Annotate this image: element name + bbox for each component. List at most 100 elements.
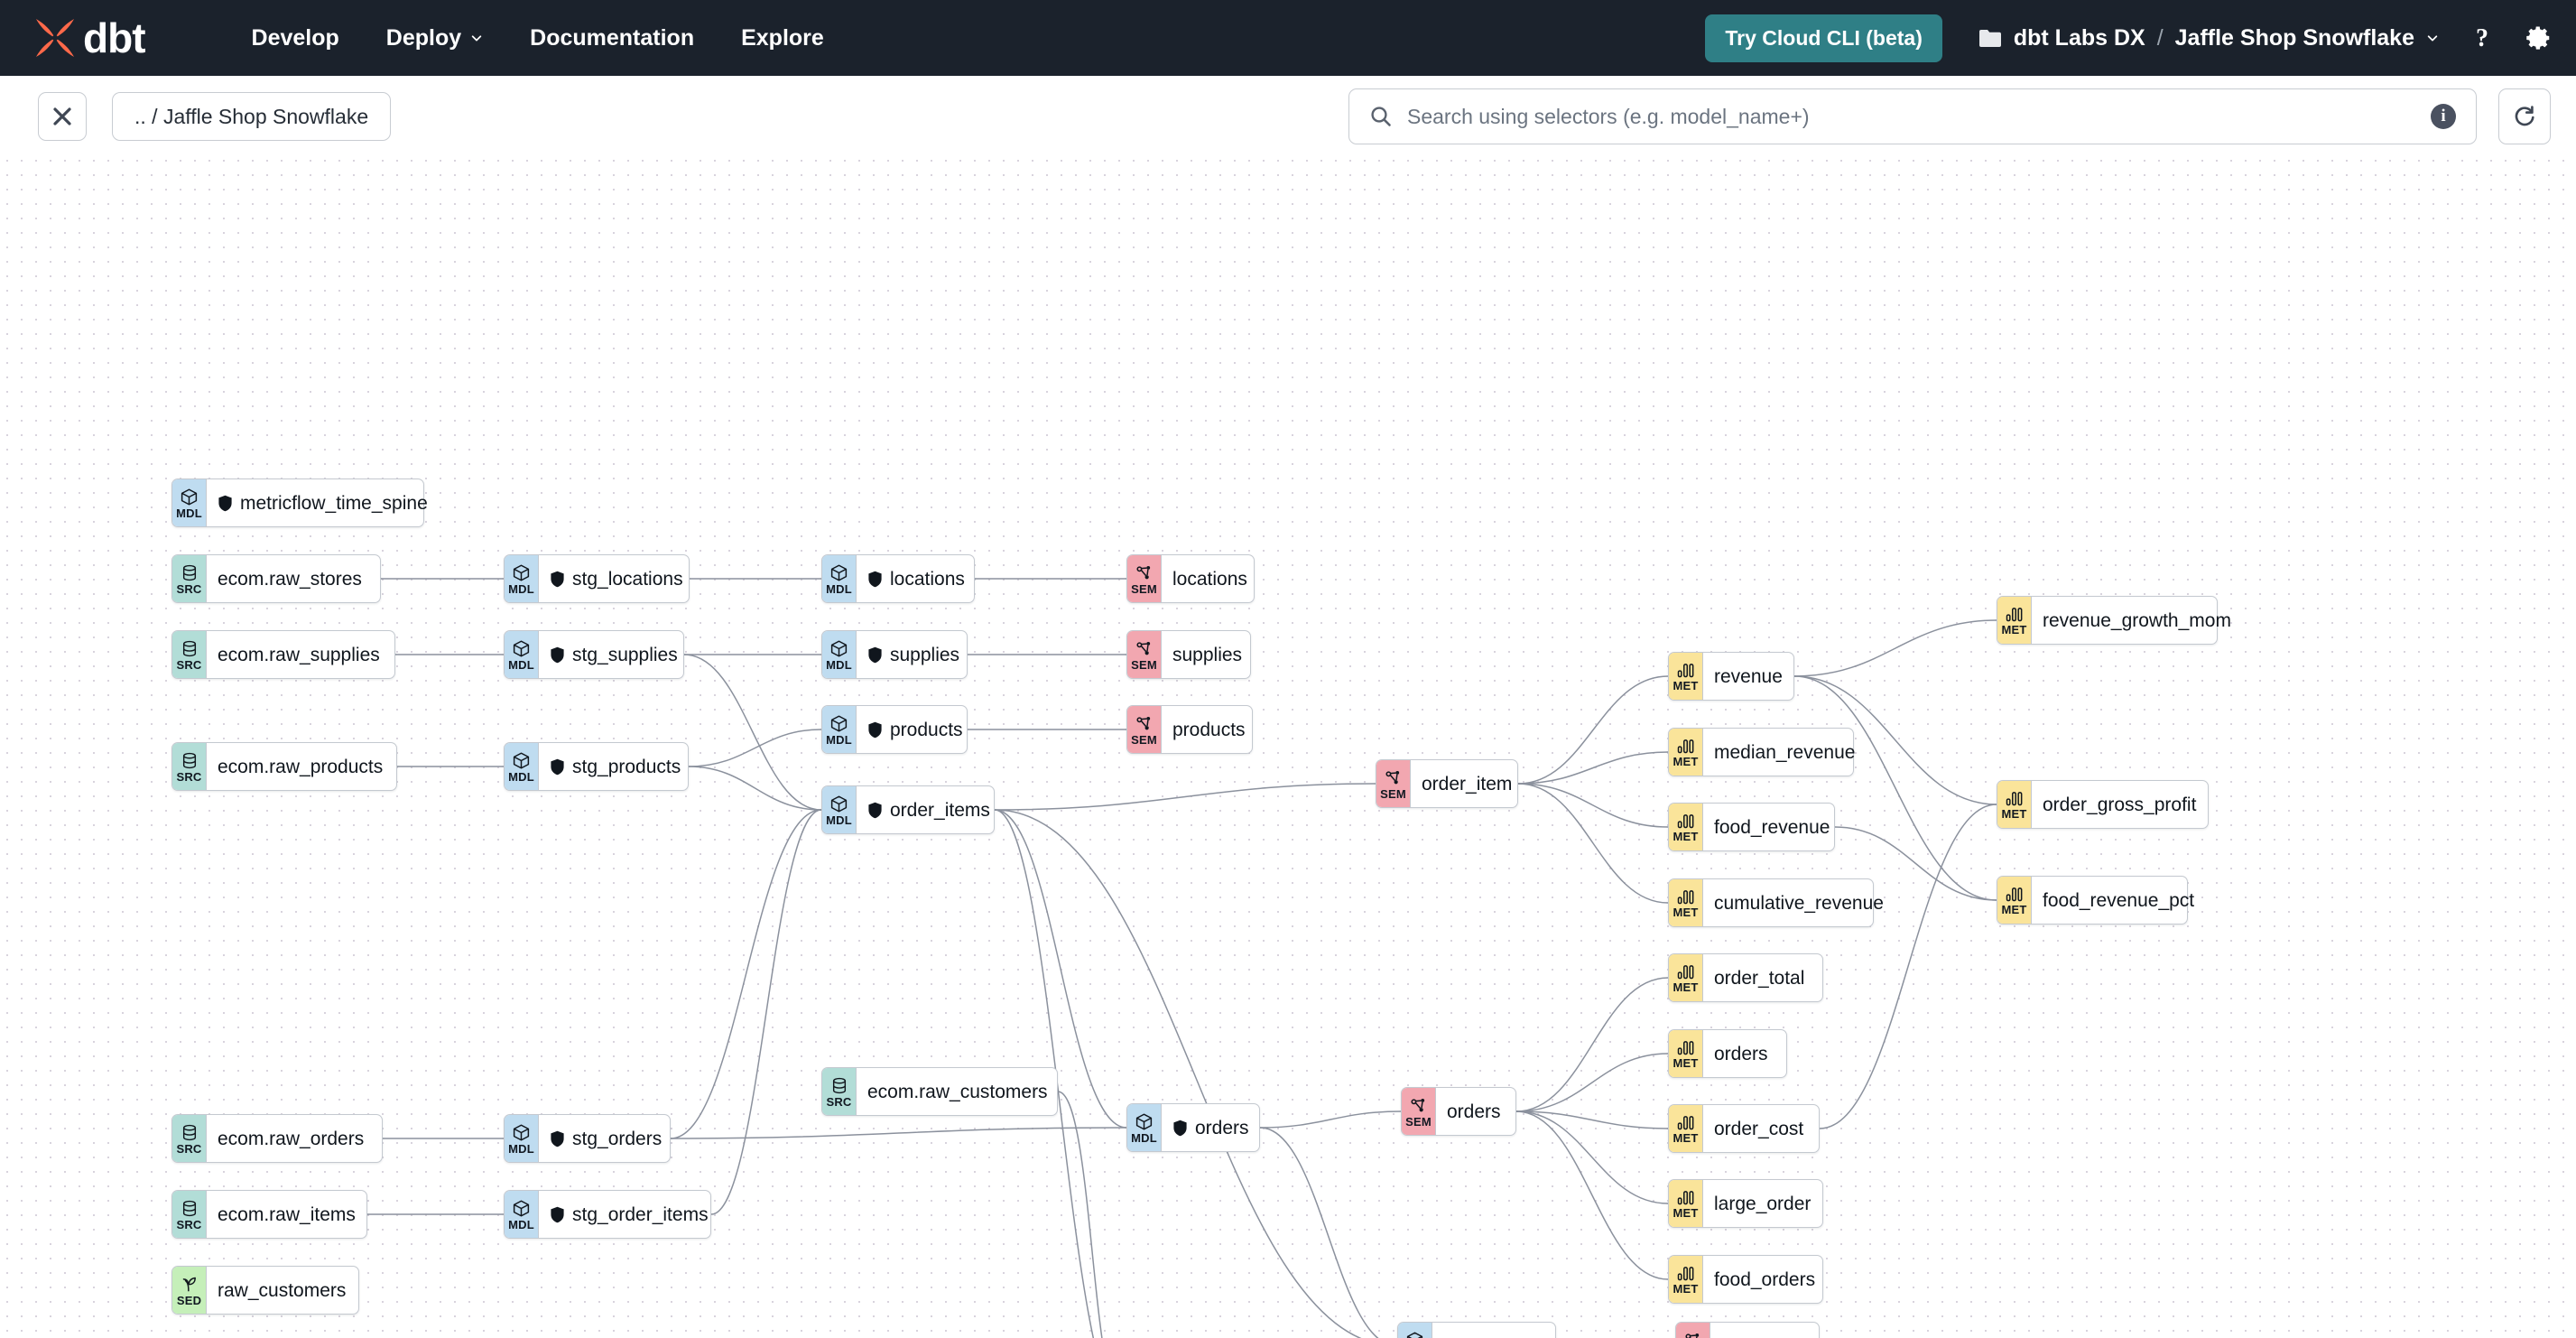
lineage-edge xyxy=(1517,675,1669,785)
node-label: stg_products xyxy=(572,756,681,777)
lineage-edge xyxy=(688,766,822,811)
node-type-badge-src: SRC xyxy=(822,1068,857,1115)
node-label: revenue xyxy=(1714,665,1783,687)
node-body: ecom.raw_supplies xyxy=(207,631,393,678)
breadcrumb-pill[interactable]: .. / Jaffle Shop Snowflake xyxy=(112,92,392,141)
node-body: median_revenue xyxy=(1703,729,1867,776)
nav-item-deploy[interactable]: Deploy xyxy=(363,16,506,60)
node-label: raw_customers xyxy=(218,1279,347,1301)
nav-item-documentation[interactable]: Documentation xyxy=(506,16,718,60)
shield-icon xyxy=(551,1206,564,1222)
svg-text:?: ? xyxy=(2476,24,2488,51)
nav-item-explore[interactable]: Explore xyxy=(718,16,848,60)
refresh-button[interactable] xyxy=(2498,88,2551,144)
shield-icon xyxy=(868,802,882,818)
lineage-toolbar: .. / Jaffle Shop Snowflake i xyxy=(0,76,2576,153)
node-body: food_revenue_pct xyxy=(2032,877,2207,924)
node-type-badge-sem: SEM xyxy=(1376,760,1411,807)
shield-icon xyxy=(218,495,232,511)
lineage-edge xyxy=(683,654,822,811)
dbt-logo[interactable]: dbt xyxy=(31,14,146,62)
account-project-breadcrumb[interactable]: dbt Labs DX / Jaffle Shop Snowflake xyxy=(1978,25,2439,51)
nav-item-explore-label: Explore xyxy=(741,24,824,51)
lineage-edge xyxy=(1515,1053,1669,1112)
node-label: food_orders xyxy=(1714,1268,1816,1290)
node-body: ecom.raw_orders xyxy=(207,1115,376,1162)
node-body: ecom.raw_customers xyxy=(857,1068,1061,1115)
search-bar[interactable]: i xyxy=(1348,88,2477,144)
node-type-badge-mdl: MDL xyxy=(822,631,857,678)
info-icon[interactable]: i xyxy=(2431,104,2456,129)
try-cloud-cli-button[interactable]: Try Cloud CLI (beta) xyxy=(1705,14,1942,62)
node-body: customers xyxy=(1710,1323,1821,1338)
node-label: products xyxy=(890,719,963,740)
lineage-node-met_food_orders[interactable]: MET food_orders xyxy=(1668,1255,1823,1304)
chevron-down-icon xyxy=(471,35,482,42)
nav-item-develop-label: Develop xyxy=(251,24,339,51)
close-button[interactable] xyxy=(38,92,87,141)
node-label: customers xyxy=(1721,1337,1809,1338)
node-type-badge-met: MET xyxy=(1669,804,1703,850)
lineage-edge xyxy=(1057,1091,1103,1338)
node-label: ecom.raw_customers xyxy=(867,1081,1048,1102)
node-type-badge-met: MET xyxy=(1669,1256,1703,1303)
node-type-badge-sem: SEM xyxy=(1127,555,1162,602)
node-body: products xyxy=(857,706,976,753)
node-label: stg_supplies xyxy=(572,644,678,665)
node-body: orders xyxy=(1436,1088,1514,1135)
node-label: food_revenue_pct xyxy=(2043,889,2195,911)
lineage-node-sem_customers[interactable]: SEMcustomers xyxy=(1675,1322,1820,1338)
nav-item-develop[interactable]: Develop xyxy=(228,16,363,60)
lineage-node-customers_mdl[interactable]: MDLcustomers xyxy=(1397,1322,1556,1338)
search-input[interactable] xyxy=(1407,104,2431,129)
question-mark-icon[interactable]: ? xyxy=(2469,24,2495,51)
lineage-node-ecom_raw_customers[interactable]: SRC ecom.raw_customers xyxy=(821,1067,1058,1116)
node-body: stg_locations xyxy=(539,555,696,602)
breadcrumb-pill-label: .. / Jaffle Shop Snowflake xyxy=(134,104,369,128)
node-body: metricflow_time_spine xyxy=(207,479,440,526)
gear-icon[interactable] xyxy=(2525,24,2553,51)
lineage-edge xyxy=(670,1127,1127,1139)
shield-icon xyxy=(551,1130,564,1147)
node-type-badge-mdl: MDL xyxy=(822,555,857,602)
node-type-badge-sem: SEM xyxy=(1402,1088,1436,1135)
node-body: order_cost xyxy=(1703,1105,1816,1152)
shield-icon xyxy=(551,758,564,775)
node-label: products xyxy=(1172,719,1246,740)
shield-icon xyxy=(868,571,882,587)
